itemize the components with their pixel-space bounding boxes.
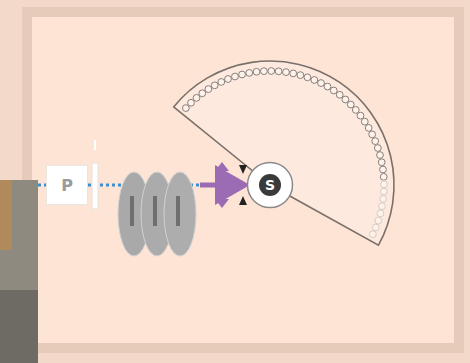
detector-element [311, 77, 318, 84]
detector-element [380, 188, 387, 195]
marker-triangle [239, 196, 247, 205]
detector-element [380, 173, 387, 180]
detector-element [182, 105, 189, 112]
detector-element [193, 94, 200, 101]
waveplate [164, 172, 196, 256]
detector-element [377, 210, 384, 217]
node-label: P [61, 176, 73, 195]
detector-element [336, 91, 343, 98]
waveplate-slit [176, 196, 180, 226]
detector-element [365, 125, 372, 132]
detector-element [188, 99, 195, 106]
marker-triangle [239, 165, 247, 174]
node-label: S [265, 177, 275, 193]
detector-element [352, 107, 359, 114]
detector-element [372, 138, 379, 145]
detector-element [380, 196, 387, 203]
thin-plate [92, 163, 98, 209]
plate-tick [94, 140, 96, 150]
detector-element [372, 224, 379, 231]
detector-element [199, 90, 206, 97]
detector-element [239, 71, 246, 78]
polarization-arrow [215, 162, 229, 208]
detector-element [218, 79, 225, 86]
detector-element [375, 217, 382, 224]
photo-fragment [0, 290, 38, 363]
detector-element [232, 73, 239, 80]
sample-circle: S [246, 161, 294, 209]
detector-element [225, 76, 232, 83]
detector-element [297, 72, 304, 79]
polarization-axis [220, 168, 224, 202]
detector-element [318, 80, 325, 87]
detector-element [268, 68, 275, 75]
detector-element [290, 70, 297, 77]
detector-array [182, 68, 387, 238]
detector-element [330, 87, 337, 94]
detector-element [304, 74, 311, 81]
detector-element [379, 203, 386, 210]
detector-element [347, 101, 354, 108]
polarizer-box: P [46, 165, 88, 205]
detector-element [377, 152, 384, 159]
waveplate-stack [118, 172, 196, 256]
detector-element [205, 86, 212, 93]
arrow-head [215, 162, 229, 171]
detector-element [283, 69, 290, 76]
detector-element [211, 82, 218, 89]
detector-element [380, 166, 387, 173]
detector-element [246, 70, 253, 77]
arrow-head [215, 199, 229, 208]
detector-element [369, 231, 376, 238]
laser-beam [38, 184, 46, 187]
detector-element [381, 181, 388, 188]
detector-element [260, 68, 267, 75]
detector-element [378, 159, 385, 166]
detector-element [357, 112, 364, 119]
waveplate-slit [130, 196, 134, 226]
detector-element [275, 68, 282, 75]
detector-element [342, 96, 349, 103]
detector-element [253, 68, 260, 75]
detector-element [324, 83, 331, 90]
photo-fragment [0, 180, 38, 363]
waveplate-slit [153, 196, 157, 226]
detector-fan [174, 61, 394, 245]
detector-element [374, 145, 381, 152]
frame [27, 12, 459, 348]
detector-element [369, 131, 376, 138]
photo-fragment [0, 180, 12, 250]
detector-element [361, 118, 368, 125]
